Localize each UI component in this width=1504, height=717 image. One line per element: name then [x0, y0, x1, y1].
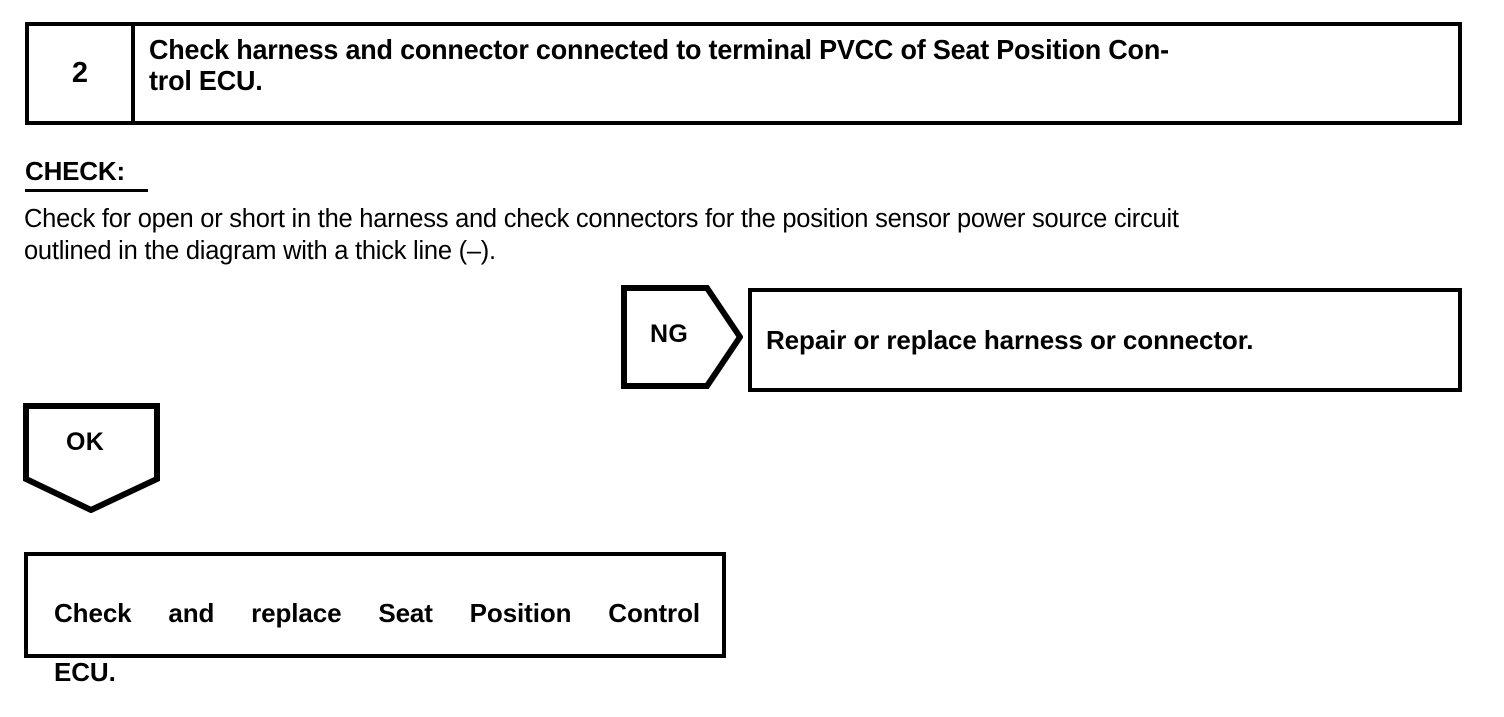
ok-arrow-shape [23, 403, 160, 513]
ng-arrow-shape [621, 285, 743, 389]
step-title: Check harness and connector connected to… [149, 34, 1169, 97]
ok-result-box: Check and replace Seat Position Control … [24, 552, 726, 687]
ng-label: NG [650, 320, 689, 348]
step-title-cell: Check harness and connector connected to… [135, 26, 1458, 121]
ok-label: OK [66, 428, 105, 456]
step-header-box: 2 Check harness and connector connected … [25, 22, 1462, 125]
diagnostic-flowchart-page: { "step": { "number": "2", "title": "Che… [23, 22, 1462, 687]
ok-result-line-1: Check and replace Seat Position Control [54, 597, 700, 628]
check-label-underline [25, 189, 148, 192]
ng-result-text: Repair or replace harness or connector. [766, 324, 1254, 355]
ok-result-text: Check and replace Seat Position Control … [54, 569, 700, 717]
step-number: 2 [71, 57, 89, 89]
check-body-text: Check for open or short in the harness a… [24, 205, 1179, 266]
step-number-cell: 2 [29, 26, 135, 121]
check-label: CHECK: [25, 156, 125, 186]
ok-result-line-2: ECU. [54, 656, 116, 687]
ng-result-box: Repair or replace harness or connector. [748, 288, 1462, 392]
